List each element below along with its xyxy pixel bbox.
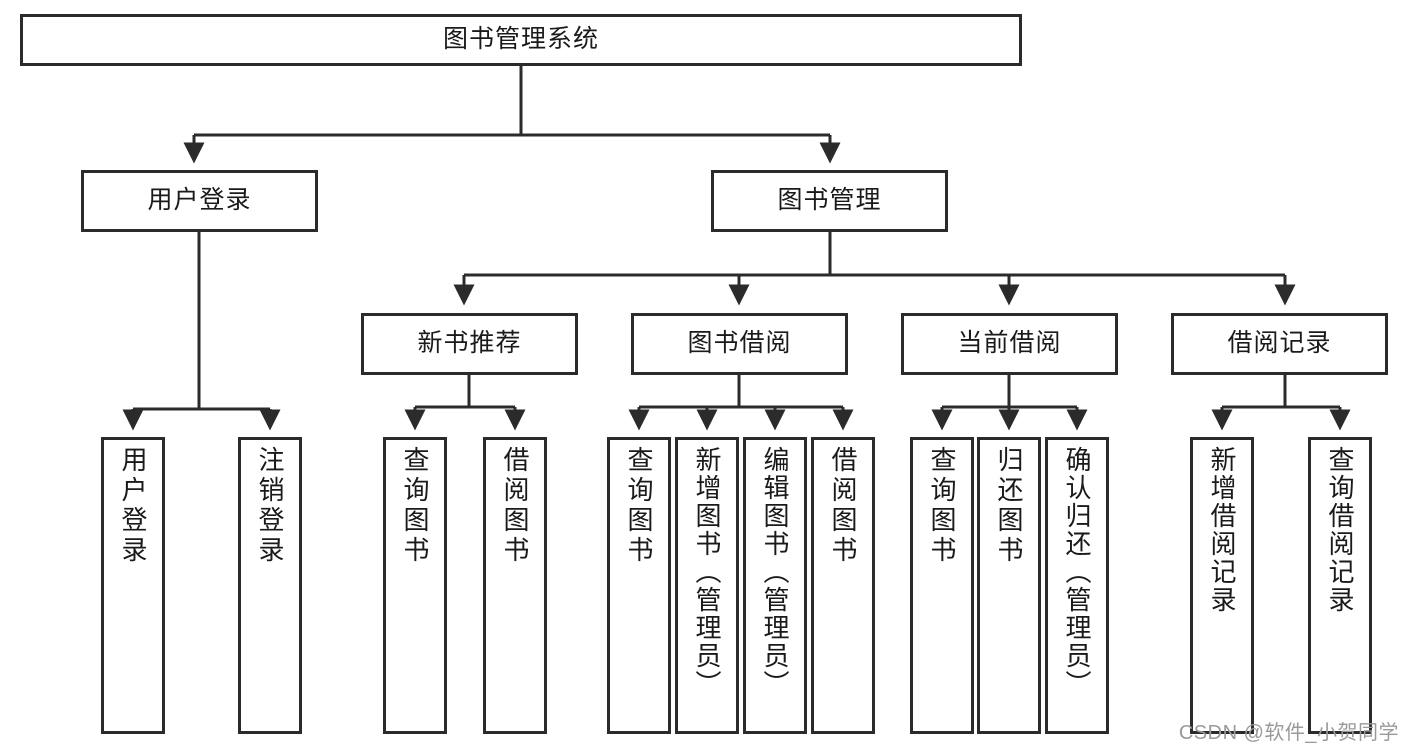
node-label: 查询图书 bbox=[927, 446, 958, 566]
node-label: 借阅图书 bbox=[500, 446, 531, 566]
node-borrow-record[interactable]: 借阅记录 bbox=[1171, 313, 1388, 375]
node-label: 图书借阅 bbox=[687, 329, 792, 358]
node-label: 查询图书 bbox=[400, 446, 431, 566]
node-leaf-newbook-query-book[interactable]: 查询图书 bbox=[383, 437, 447, 734]
node-label: 新书推荐 bbox=[417, 329, 522, 358]
node-book-management[interactable]: 图书管理 bbox=[711, 170, 948, 232]
node-leaf-current-query-book[interactable]: 查询图书 bbox=[910, 437, 974, 734]
node-label: 用户登录 bbox=[118, 446, 149, 566]
node-label: 图书管理系统 bbox=[442, 25, 599, 54]
node-leaf-current-confirm-return-admin[interactable]: 确认归还（管理员） bbox=[1045, 437, 1109, 734]
node-label: 图书管理 bbox=[777, 186, 882, 215]
node-label: 用户登录 bbox=[147, 186, 252, 215]
node-leaf-record-add-record[interactable]: 新增借阅记录 bbox=[1190, 437, 1254, 734]
node-label: 查询图书 bbox=[624, 446, 655, 566]
node-leaf-borrow-edit-book-admin[interactable]: 编辑图书（管理员） bbox=[743, 437, 807, 734]
csdn-watermark: CSDN @软件_小贺同学 bbox=[1178, 722, 1399, 744]
node-label: 查询借阅记录 bbox=[1325, 446, 1356, 614]
node-new-book-recommend[interactable]: 新书推荐 bbox=[361, 313, 578, 375]
node-leaf-current-return-book[interactable]: 归还图书 bbox=[977, 437, 1041, 734]
node-label: 借阅记录 bbox=[1227, 329, 1332, 358]
node-label: 新增图书（管理员） bbox=[692, 446, 723, 698]
node-leaf-newbook-borrow-book[interactable]: 借阅图书 bbox=[483, 437, 547, 734]
node-book-borrow[interactable]: 图书借阅 bbox=[631, 313, 848, 375]
node-label: 注销登录 bbox=[255, 446, 286, 566]
node-label: 借阅图书 bbox=[828, 446, 859, 566]
node-label: 确认归还（管理员） bbox=[1062, 446, 1093, 698]
node-root-system[interactable]: 图书管理系统 bbox=[20, 14, 1022, 66]
node-leaf-borrow-query-book[interactable]: 查询图书 bbox=[607, 437, 671, 734]
node-user-login[interactable]: 用户登录 bbox=[81, 170, 318, 232]
node-label: 编辑图书（管理员） bbox=[760, 446, 791, 698]
node-label: 归还图书 bbox=[994, 446, 1025, 566]
node-leaf-logout[interactable]: 注销登录 bbox=[238, 437, 302, 734]
node-label: 当前借阅 bbox=[957, 329, 1062, 358]
node-leaf-record-query-record[interactable]: 查询借阅记录 bbox=[1308, 437, 1372, 734]
node-leaf-user-login[interactable]: 用户登录 bbox=[101, 437, 165, 734]
node-current-borrow[interactable]: 当前借阅 bbox=[901, 313, 1118, 375]
node-label: 新增借阅记录 bbox=[1207, 446, 1238, 614]
node-leaf-borrow-borrow-book[interactable]: 借阅图书 bbox=[811, 437, 875, 734]
node-leaf-borrow-add-book-admin[interactable]: 新增图书（管理员） bbox=[675, 437, 739, 734]
